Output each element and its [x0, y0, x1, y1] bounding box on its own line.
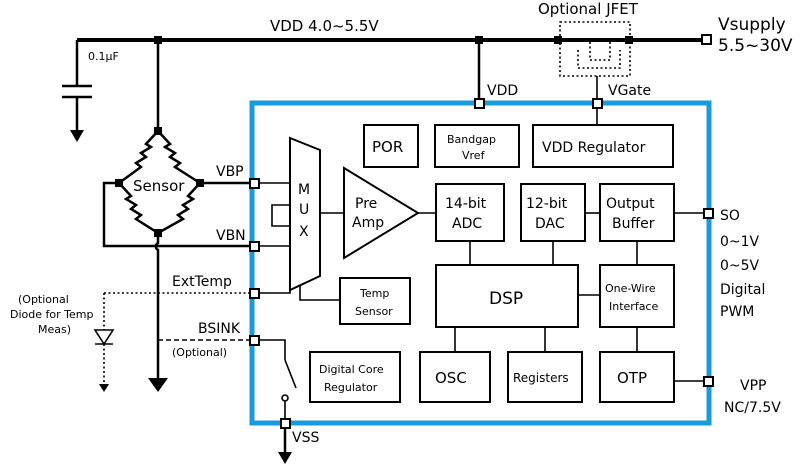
vbp-label: VBP [216, 164, 244, 180]
sensor-label: Sensor [133, 177, 185, 195]
bandgap-block [434, 124, 520, 168]
dac-label-1: 12-bit [526, 196, 568, 212]
vgate-pin [592, 98, 603, 109]
bridge-arm-tr [157, 130, 201, 185]
vdd-pin-label: VDD [487, 83, 518, 99]
diode-note-3: Meas) [38, 323, 71, 336]
jfet-box [559, 21, 631, 77]
temp-sensor-block [339, 277, 411, 325]
vss-pin [280, 418, 291, 429]
exttemp-pin [249, 288, 260, 299]
vss-ground [278, 452, 292, 464]
vpp-label: VPP [740, 378, 766, 394]
dsp-block [435, 264, 579, 328]
tempsensor-label-1: Temp [359, 287, 389, 300]
bsink-pin [249, 335, 260, 346]
adc-label-1: 14-bit [445, 196, 487, 212]
bsink-switch [258, 339, 297, 420]
so-label: SO [720, 208, 740, 224]
adc-label-2: ADC [452, 216, 482, 232]
vdd-pin [474, 98, 485, 109]
tempsensor-label-2: Sensor [355, 305, 393, 318]
vbp-pin [249, 178, 260, 189]
mux-block [289, 136, 321, 292]
bridge-arm-tl [118, 130, 159, 185]
bridge-arm-bl [118, 182, 159, 235]
cap-ground [70, 130, 84, 142]
dsp-label: DSP [489, 289, 523, 309]
onewire-label-2: Interface [609, 300, 658, 313]
vbn-pin [249, 241, 260, 252]
preamp-block [343, 166, 420, 260]
osc-block [419, 351, 491, 403]
osc-label: OSC [435, 369, 467, 387]
adc-block [435, 183, 505, 242]
diode-note-2: Diode for Temp [10, 308, 93, 321]
diode-icon [93, 329, 115, 346]
registers-block [507, 351, 583, 403]
mux-m: M [298, 182, 310, 198]
vss-label: VSS [292, 430, 319, 446]
vpp-value: NC/7.5V [724, 400, 781, 416]
bandgap-label-1: Bandgap [447, 133, 496, 146]
bridge-arm-br [157, 182, 201, 235]
vdd-rail-label: VDD 4.0~5.5V [270, 17, 379, 35]
so-out-2: 0~5V [720, 258, 760, 274]
dcreg-label-2: Regulator [324, 381, 378, 394]
bridge-ground [148, 378, 168, 392]
dac-label-2: DAC [535, 216, 565, 232]
so-out-4: PWM [720, 304, 754, 320]
bsink-label: BSINK [198, 321, 241, 337]
so-out-1: 0~1V [720, 234, 760, 250]
vbn-label: VBN [216, 228, 246, 244]
vsupply-label: Vsupply [718, 15, 786, 35]
one-wire-block [599, 264, 675, 328]
vpp-pin [703, 376, 714, 387]
digital-core-regulator-block [309, 351, 401, 403]
vsupply-pin [701, 34, 712, 45]
bandgap-label-2: Vref [462, 149, 486, 162]
preamp-label-1: Pre [355, 196, 377, 212]
output-buffer-block [599, 183, 675, 242]
outbuf-label-2: Buffer [612, 216, 655, 232]
onewire-label-1: One-Wire [605, 282, 656, 295]
otp-label: OTP [617, 369, 647, 387]
mux-u: U [299, 202, 309, 218]
por-block [363, 124, 419, 168]
mux-x: X [299, 224, 309, 240]
por-label: POR [372, 138, 403, 156]
diode-ground [99, 384, 109, 392]
dac-block [520, 183, 586, 242]
so-out-3: Digital [720, 282, 765, 298]
cap-label: 0.1µF [88, 50, 119, 63]
registers-label: Registers [513, 371, 569, 385]
dcreg-label-1: Digital Core [319, 363, 384, 376]
bsink-note: (Optional) [172, 346, 227, 359]
preamp-label-2: Amp [352, 215, 384, 231]
otp-block [599, 351, 675, 403]
outbuf-label-1: Output [606, 196, 655, 212]
vsupply-range: 5.5~30V [718, 36, 793, 56]
jfet-label: Optional JFET [538, 0, 639, 18]
vgate-pin-label: VGate [608, 83, 651, 99]
diode-note-1: (Optional [18, 293, 69, 306]
vdd-regulator-block [532, 124, 674, 168]
so-pin [703, 208, 714, 219]
exttemp-label: ExtTemp [172, 274, 232, 290]
vdd-regulator-label: VDD Regulator [542, 140, 646, 156]
